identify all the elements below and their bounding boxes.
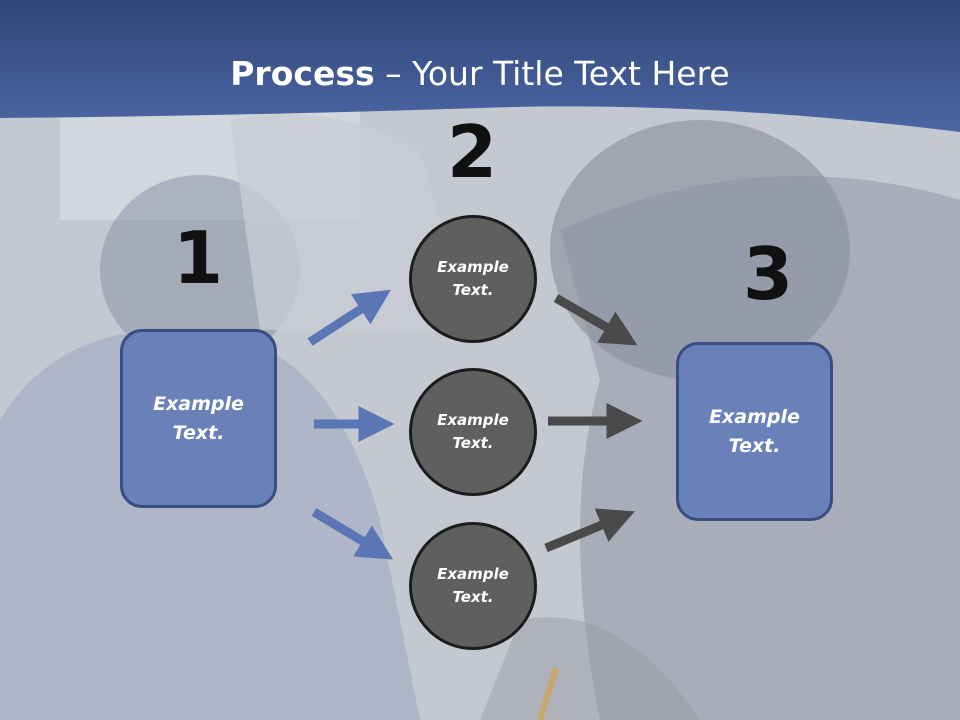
circle-bottom[interactable]: Example Text. [409, 522, 537, 650]
step-number-2: 2 [446, 110, 498, 194]
circle-top-text: Example Text. [437, 258, 509, 299]
right-box-text: Example Text. [709, 405, 800, 457]
circle-middle[interactable]: Example Text. [409, 368, 537, 496]
left-box[interactable]: Example Text. [120, 329, 277, 508]
right-box[interactable]: Example Text. [676, 342, 833, 521]
title-bold: Process [230, 54, 375, 93]
title-rest: – Your Title Text Here [374, 54, 730, 93]
left-box-text: Example Text. [153, 392, 244, 444]
circle-bottom-text: Example Text. [437, 565, 509, 606]
header-band [0, 0, 960, 132]
circle-top[interactable]: Example Text. [409, 215, 537, 343]
slide-title: Process – Your Title Text Here [0, 52, 960, 96]
step-number-3: 3 [742, 232, 794, 316]
circle-middle-text: Example Text. [437, 411, 509, 452]
step-number-1: 1 [172, 216, 224, 300]
